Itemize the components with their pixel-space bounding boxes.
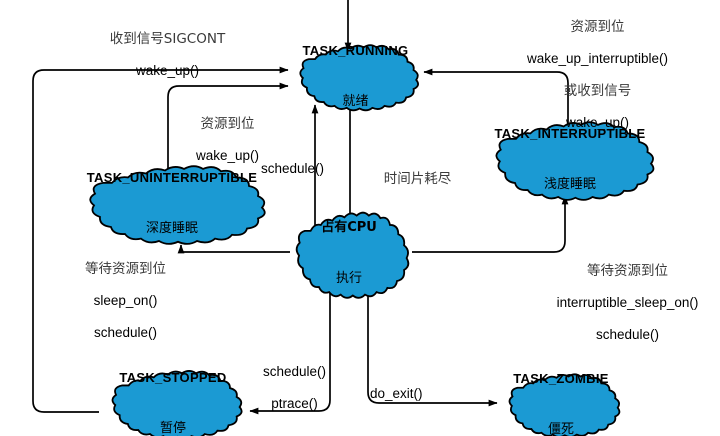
edge-label-line: interruptible_sleep_on() — [556, 295, 699, 310]
edge-interruptible-to-running — [423, 68, 569, 132]
edge-label-cpu-to-zombie: do_exit() — [355, 370, 455, 418]
edge-label-line: wake_up_interruptible() — [526, 51, 669, 66]
edge-label-cpu-to-uninterruptible: 等待资源到位 sleep_on() schedule() — [38, 245, 198, 357]
edge-label-line: ptrace() — [271, 396, 318, 411]
edge-label-line: 资源到位 — [570, 19, 625, 35]
edge-label-cpu-to-stopped: schedule() ptrace() — [232, 348, 342, 428]
edge-label-stopped-to-running: 收到信号SIGCONT wake_up() — [50, 15, 270, 95]
state-cloud-task-cpu[interactable] — [295, 211, 410, 299]
edge-label-line: 或收到信号 — [563, 83, 632, 99]
edge-uninterruptible-to-running — [167, 82, 289, 176]
state-cloud-task-stopped[interactable] — [111, 370, 243, 436]
edge-cpu-to-stopped — [249, 285, 331, 415]
edge-stopped-to-running — [32, 66, 289, 413]
edge-label-line: sleep_on() — [93, 293, 158, 308]
edge-label-uninterruptible-to-running: 资源到位 wake_up() — [150, 100, 290, 180]
edge-label-line: 时间片耗尽 — [383, 171, 452, 187]
edge-label-line: schedule() — [595, 327, 660, 342]
edge-label-cpu-to-running: 时间片耗尽 — [345, 155, 475, 203]
edge-cpu-to-interruptible — [412, 195, 569, 253]
edge-label-line: schedule() — [260, 161, 325, 176]
edge-label-line: schedule() — [262, 364, 327, 379]
edge-label-line: do_exit() — [370, 386, 423, 401]
state-cloud-task-running[interactable] — [299, 44, 419, 111]
state-cloud-task-zombie[interactable] — [508, 373, 620, 436]
edge-label-line: wake_up() — [565, 115, 630, 130]
edge-label-line: 收到信号SIGCONT — [109, 31, 226, 47]
edge-label-interruptible-to-running: 资源到位 wake_up_interruptible() 或收到信号 wake_… — [475, 3, 705, 147]
edge-label-line: 等待资源到位 — [85, 261, 166, 277]
edge-label-line: wake_up() — [135, 63, 200, 78]
edge-label-line: 等待资源到位 — [587, 263, 668, 279]
edge-label-running-to-cpu: schedule() — [230, 145, 340, 193]
edge-label-cpu-to-interruptible: 等待资源到位 interruptible_sleep_on() schedule… — [525, 247, 715, 359]
edge-label-line: wake_up() — [195, 148, 260, 163]
edge-label-line: 资源到位 — [200, 116, 255, 132]
edge-cpu-to-zombie — [367, 285, 498, 407]
edge-cpu-to-uninterruptible — [177, 244, 290, 254]
edge-label-line: schedule() — [93, 325, 158, 340]
